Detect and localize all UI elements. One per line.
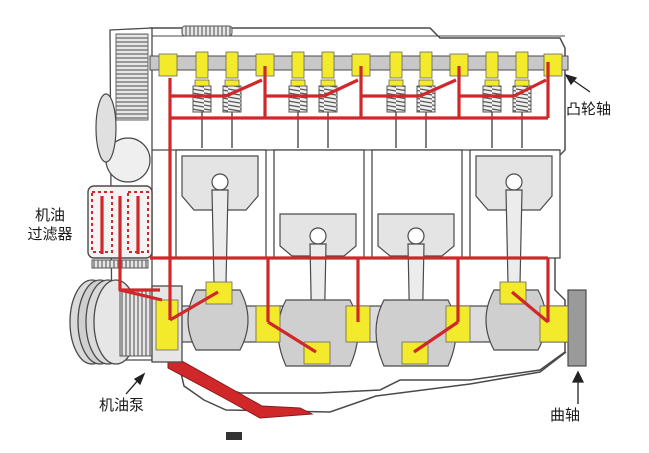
water-pump-pulley (95, 93, 117, 163)
cam-lobes (195, 51, 529, 79)
oil-pan (177, 351, 567, 440)
oil-filter-label-line1: 机油 (34, 206, 65, 224)
piston-pins (211, 173, 523, 245)
oil-filler-cap (181, 25, 233, 37)
oil-filter-label: 机油 过滤器 (26, 206, 74, 244)
oil-filter-label-line2: 过滤器 (27, 225, 73, 243)
camshaft-bearings (158, 53, 563, 77)
main-bearing (539, 305, 569, 343)
crankshaft-label: 曲轴 (550, 406, 581, 424)
oil-pump-label: 机油泵 (99, 396, 145, 414)
cam-bearing (158, 53, 178, 77)
rod-bearing (205, 281, 233, 305)
camshaft-label: 凸轮轴 (566, 100, 612, 118)
valve-tappets (194, 79, 530, 87)
crank-pulley (69, 279, 157, 365)
oil-passages (100, 62, 550, 354)
oil-pickup (167, 359, 314, 419)
callout-arrows (125, 73, 591, 404)
